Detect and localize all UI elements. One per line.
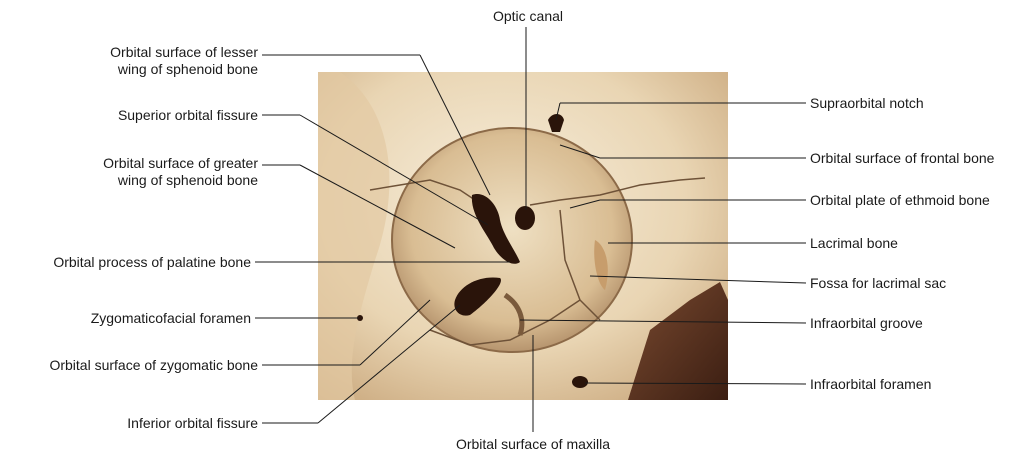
label-supraorbital-notch: Supraorbital notch bbox=[810, 95, 1020, 112]
label-lacrimal-bone: Lacrimal bone bbox=[810, 235, 1020, 252]
label-optic-canal: Optic canal bbox=[478, 8, 578, 25]
infraorbital-foramen-shape bbox=[572, 376, 588, 388]
label-infraorbital-foramen: Infraorbital foramen bbox=[810, 376, 1020, 393]
label-ethmoid: Orbital plate of ethmoid bone bbox=[810, 192, 1022, 209]
label-inferior-orbital-fissure: Inferior orbital fissure bbox=[40, 415, 258, 432]
label-zygomaticofacial: Zygomaticofacial foramen bbox=[0, 310, 251, 327]
label-greater-wing: Orbital surface of greater wing of sphen… bbox=[40, 155, 258, 189]
label-maxilla: Orbital surface of maxilla bbox=[420, 436, 646, 453]
label-lesser-wing: Orbital surface of lesser wing of spheno… bbox=[40, 44, 258, 78]
label-superior-orbital-fissure: Superior orbital fissure bbox=[40, 107, 258, 124]
orbital-rim bbox=[392, 128, 632, 352]
label-infraorbital-groove: Infraorbital groove bbox=[810, 315, 1020, 332]
label-palatine: Orbital process of palatine bone bbox=[0, 254, 251, 271]
optic-canal-shape bbox=[515, 206, 535, 230]
label-lacrimal-fossa: Fossa for lacrimal sac bbox=[810, 275, 1020, 292]
label-zygomatic-surface: Orbital surface of zygomatic bone bbox=[0, 357, 258, 374]
label-frontal: Orbital surface of frontal bone bbox=[810, 150, 1022, 167]
